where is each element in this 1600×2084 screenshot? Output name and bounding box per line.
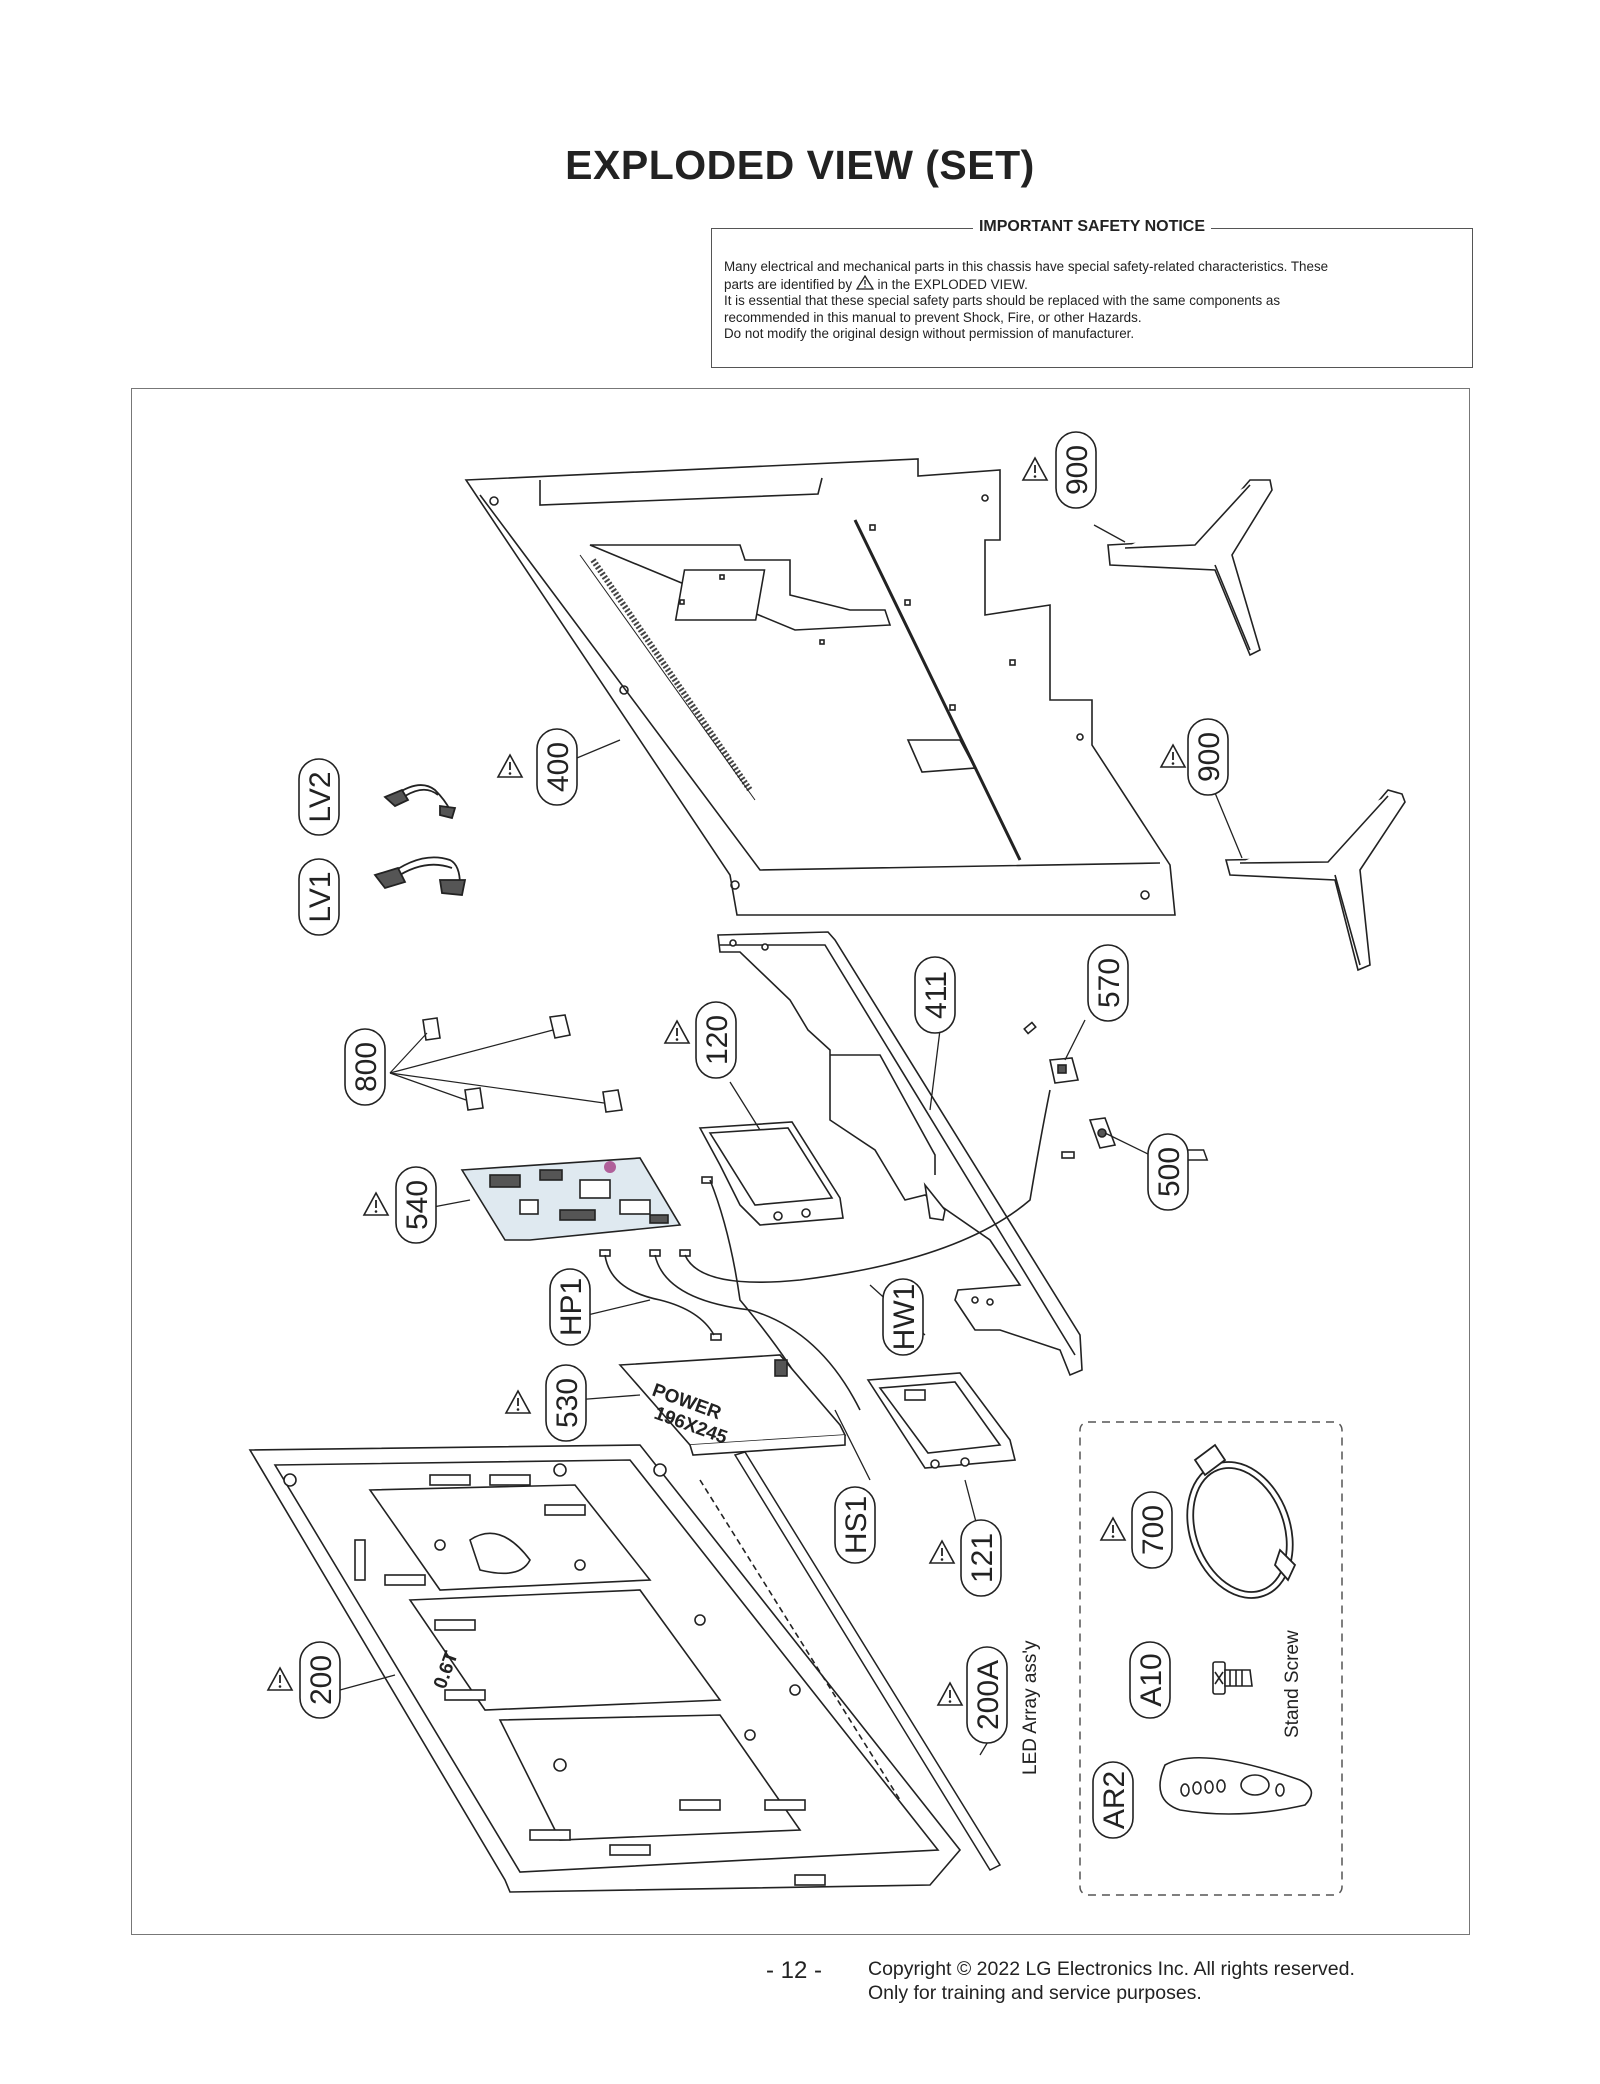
safety-notice-body: Many electrical and mechanical parts in … — [724, 259, 1460, 342]
led-array-label: LED Array ass'y — [1020, 1640, 1041, 1775]
callout-800: 800 — [344, 1028, 386, 1106]
warning-triangle-icon — [855, 275, 874, 290]
callout-400-label: 400 — [542, 742, 575, 792]
callout-hw1: HW1 — [882, 1278, 924, 1356]
footer-copyright: Copyright © 2022 LG Electronics Inc. All… — [868, 1957, 1355, 2005]
callout-hs1-label: HS1 — [840, 1496, 873, 1554]
callout-hp1: HP1 — [549, 1268, 591, 1346]
part-570 — [1049, 1057, 1080, 1084]
callout-530-label: 530 — [551, 1378, 584, 1428]
bracket-121 — [866, 1372, 1017, 1469]
safety-notice-box: IMPORTANT SAFETY NOTICE Many electrical … — [711, 218, 1473, 368]
callout-570-label: 570 — [1093, 958, 1126, 1008]
stand-screw-label: Stand Screw — [1282, 1630, 1303, 1738]
page-title: EXPLODED VIEW (SET) — [565, 142, 1035, 188]
callout-570: 570 — [1087, 944, 1129, 1022]
safety-notice-heading: IMPORTANT SAFETY NOTICE — [972, 218, 1212, 235]
stand-900-bottom — [1224, 789, 1406, 972]
callout-200-label: 200 — [305, 1655, 338, 1705]
part-500 — [1088, 1117, 1117, 1149]
bracket-120 — [698, 1121, 1209, 1226]
callout-200a-label: 200A — [972, 1660, 1005, 1730]
copyright-line: Copyright © 2022 LG Electronics Inc. All… — [868, 1958, 1355, 1980]
callout-lv2: LV2 — [298, 758, 340, 836]
callout-a10: A10 — [1129, 1641, 1171, 1719]
brackets-800 — [422, 1014, 623, 1113]
callout-900-top: 900 — [1055, 431, 1097, 509]
callout-800-label: 800 — [350, 1042, 383, 1092]
stand-900-top — [1107, 479, 1273, 657]
callout-200: 200 — [299, 1641, 341, 1719]
leader-800 — [389, 1029, 605, 1104]
bracket-411 — [717, 931, 1083, 1377]
back-cover-400 — [464, 458, 1176, 916]
training-line: Only for training and service purposes. — [868, 1982, 1202, 2004]
callout-900-top-label: 900 — [1061, 445, 1094, 495]
callout-900-bottom: 900 — [1187, 718, 1229, 796]
callout-540: 540 — [395, 1166, 437, 1244]
led-array-200a — [733, 1451, 1002, 1871]
callout-lv1-label: LV1 — [304, 871, 337, 922]
lv1-cable — [373, 856, 467, 896]
notice-line-4: recommended in this manual to prevent Sh… — [724, 309, 1142, 325]
callout-lv1: LV1 — [298, 858, 340, 936]
notice-line-2b: in the EXPLODED VIEW. — [877, 277, 1028, 293]
callout-530: 530 — [545, 1364, 587, 1442]
lv2-cable — [383, 784, 457, 820]
callout-900-bottom-label: 900 — [1193, 732, 1226, 782]
callout-540-label: 540 — [401, 1180, 434, 1230]
callout-411-label: 411 — [920, 971, 953, 1019]
power-board-530 — [618, 1354, 847, 1456]
page-number: - 12 - — [766, 1957, 823, 1984]
callout-121-label: 121 — [966, 1533, 999, 1583]
panel-200 — [248, 1444, 962, 1893]
callout-ar2-label: AR2 — [1098, 1771, 1131, 1829]
callout-200a: 200A — [966, 1646, 1008, 1744]
callout-hw1-label: HW1 — [888, 1284, 921, 1351]
callout-ar2: AR2 — [1092, 1761, 1134, 1839]
stand-screw-a10 — [1212, 1661, 1253, 1695]
callout-120: 120 — [695, 1001, 737, 1079]
callout-hp1-label: HP1 — [555, 1278, 588, 1336]
callout-lv2-label: LV2 — [304, 771, 337, 822]
callout-a10-label: A10 — [1135, 1653, 1168, 1706]
callout-500: 500 — [1147, 1133, 1189, 1211]
notice-line-2a: parts are identified by — [724, 277, 853, 293]
callout-500-label: 500 — [1153, 1147, 1186, 1197]
callout-411: 411 — [914, 956, 956, 1034]
callout-700: 700 — [1131, 1491, 1173, 1569]
callout-120-label: 120 — [701, 1015, 734, 1065]
notice-line-2: parts are identified by in the EXPLODED … — [724, 275, 1460, 293]
callout-400: 400 — [536, 728, 578, 806]
power-cord-700 — [1186, 1443, 1297, 1599]
diagram-frame — [131, 388, 1470, 1935]
main-board-540 — [460, 1157, 682, 1241]
notice-line-1: Many electrical and mechanical parts in … — [724, 259, 1329, 274]
callout-121: 121 — [960, 1519, 1002, 1597]
callout-700-label: 700 — [1137, 1505, 1170, 1555]
notice-line-5: Do not modify the original design withou… — [724, 325, 1135, 341]
remote-ar2 — [1159, 1756, 1313, 1815]
callout-hs1: HS1 — [834, 1486, 876, 1564]
notice-line-3: It is essential that these special safet… — [724, 293, 1281, 309]
